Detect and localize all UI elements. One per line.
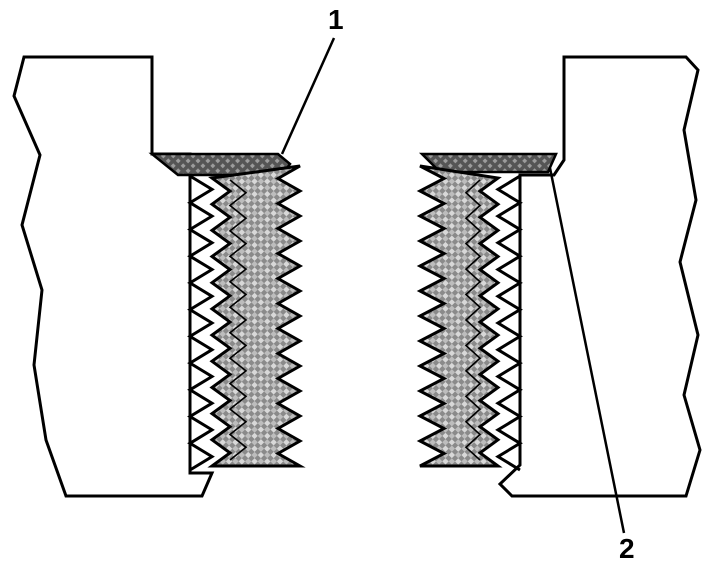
right-outer-thread-profile xyxy=(495,174,523,472)
callout-1: 1 xyxy=(328,4,344,35)
right-inner-thread-profile xyxy=(464,179,482,461)
right-housing-block xyxy=(497,55,702,498)
leader-line-2 xyxy=(548,167,626,534)
leader-line-1 xyxy=(280,37,336,155)
left-thread-insert xyxy=(207,164,306,468)
callout-2: 2 xyxy=(619,533,635,564)
right-insert-flange xyxy=(418,152,558,174)
left-outer-thread-profile xyxy=(187,174,215,472)
left-inner-thread-profile xyxy=(228,179,248,461)
left-housing-block xyxy=(12,55,215,498)
right-thread-insert xyxy=(416,164,503,468)
